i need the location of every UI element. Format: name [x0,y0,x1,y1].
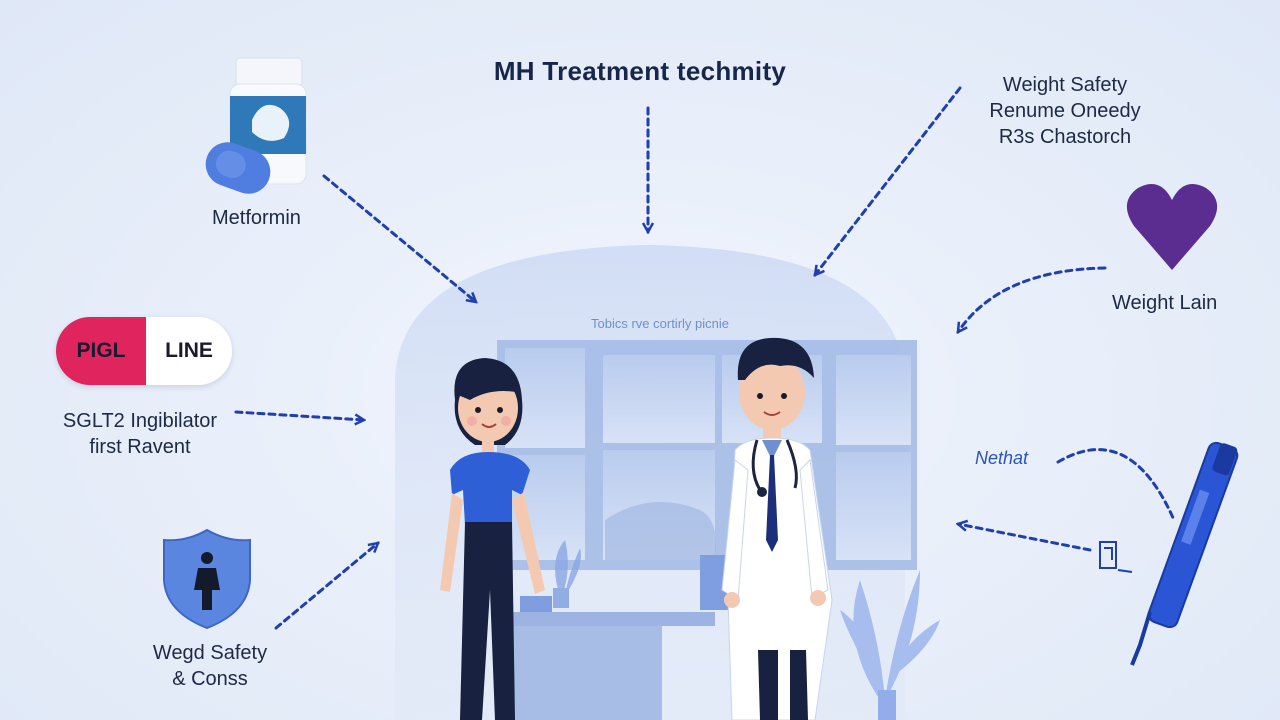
arrow-metformin [322,174,476,302]
label-sglt2-line1: SGLT2 Ingibilator [62,410,218,432]
arrow-sglt2 [234,410,364,420]
arrow-safety [274,543,378,630]
window [497,340,917,570]
arrows [234,86,1176,630]
pill-badge-left: PIGL [56,317,146,385]
room-caption: Tobics rve cortirly picnie [591,316,729,331]
pill-badge-right: LINE [146,317,232,385]
arrow-nethat [1056,448,1176,522]
label-sglt2: SGLT2 Ingibilator first Ravent [40,408,240,460]
arrow-weight-safety [815,86,962,275]
arrow-pen [958,524,1092,552]
pill-icon [205,142,271,194]
heart-icon [1126,184,1218,270]
desk [500,555,740,720]
arrow-weight-lain [956,266,1107,332]
doodle-icon [1099,541,1133,573]
label-safety-line1: Wegd Safety [152,642,268,664]
desk-plant [553,540,581,608]
label-safety-line2: & Conss [172,668,248,690]
label-safety-cons: Wegd Safety & Conss [110,640,310,692]
label-weight-safety-line3: R3s Chastorch [998,126,1132,148]
patient-figure [440,358,545,720]
diagram-title: MH Treatment techmity [493,56,787,86]
pill-badge: PIGL LINE [56,317,232,385]
insulin-pen-icon [1130,441,1239,666]
label-weight-safety-line1: Weight Safety [1002,74,1128,96]
label-sglt2-line2: first Ravent [89,436,191,458]
label-weight-lain: Weight Lain [1112,292,1218,314]
label-nethat: Nethat [975,448,1029,468]
label-weight-safety-line2: Renume Oneedy [989,100,1141,122]
label-metformin: Metformin [212,207,301,229]
doctor-figure [721,337,833,720]
floor-plant [840,570,940,720]
label-weight-safety: Weight Safety Renume Oneedy R3s Chastorc… [960,72,1170,150]
shield-person-icon [163,528,251,630]
